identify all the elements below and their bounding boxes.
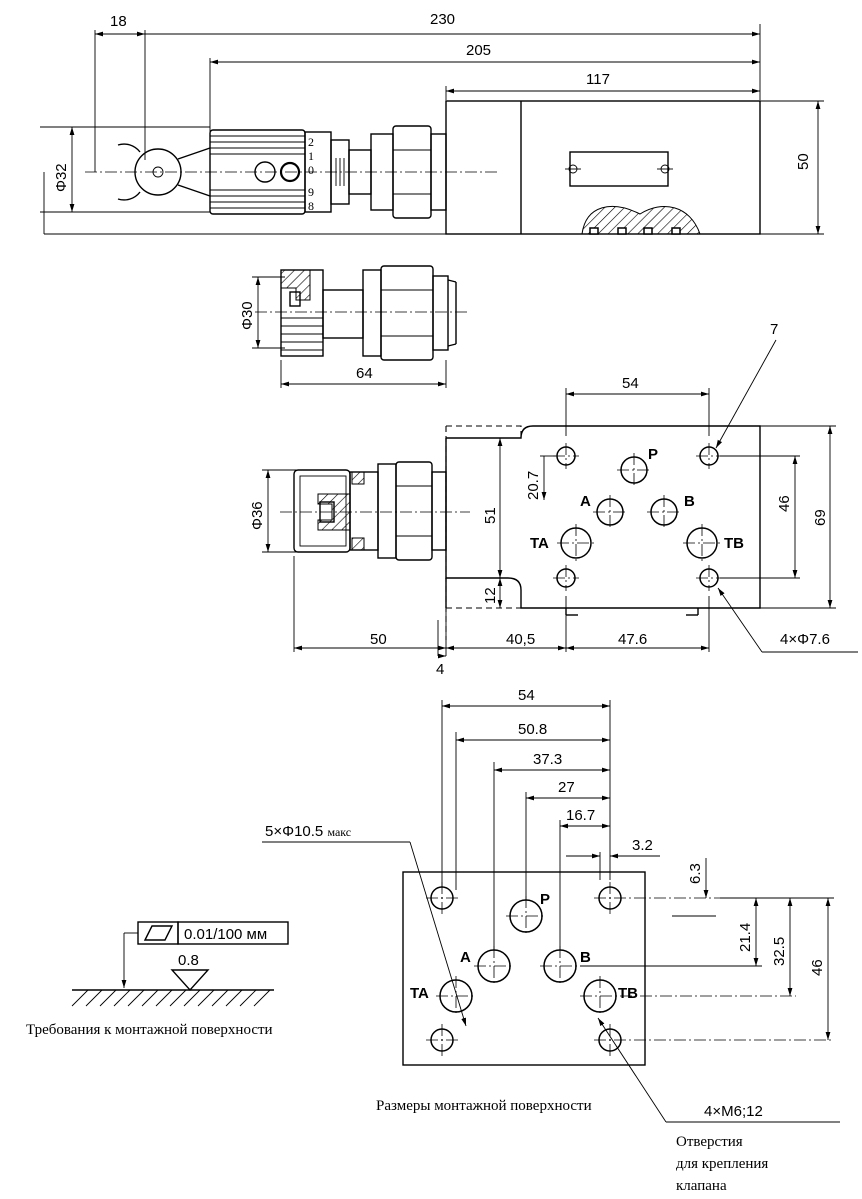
side-label-tb: TB: [724, 535, 744, 552]
dim-230: 230: [430, 11, 455, 28]
roughness-symbol-icon: [170, 969, 210, 992]
label-7: 7: [770, 321, 778, 338]
dim-50-right: 50: [795, 153, 812, 170]
dim-205: 205: [466, 42, 491, 59]
ms-thread-caption-3: клапана: [676, 1178, 727, 1194]
ms-holes-note: 5×Φ10.5 макс: [265, 823, 351, 840]
dim-20-7: 20.7: [525, 471, 542, 500]
ms-dim-32-5: 32.5: [771, 937, 788, 966]
dim-51: 51: [482, 507, 499, 524]
side-label-a: A: [580, 493, 591, 510]
ms-dim-3-2: 3.2: [632, 837, 653, 854]
ms-dim-46: 46: [809, 959, 826, 976]
ms-dim-54: 54: [518, 687, 535, 704]
dim-4: 4: [436, 661, 444, 678]
holes-note-side: 4×Φ7.6: [780, 631, 830, 648]
surface-requirements: 0.01/100 мм 0.8 Требования к монтажной п…: [26, 921, 289, 1038]
scale-digit-2: 2: [308, 135, 314, 149]
ms-caption: Размеры монтажной поверхности: [376, 1098, 592, 1114]
flatness-symbol-icon: [143, 925, 174, 941]
ms-dim-21-4: 21.4: [737, 923, 754, 952]
ms-dim-37-3: 37.3: [533, 751, 562, 768]
dim-18: 18: [110, 13, 127, 30]
ms-holes-note-prefix: 5×Φ10.5: [265, 823, 323, 840]
ms-label-ta: TA: [410, 985, 429, 1002]
knob-view: Φ30 64: [239, 265, 470, 388]
ms-label-a: A: [460, 949, 471, 966]
dim-12: 12: [482, 587, 499, 604]
scale-digit-1: 1: [308, 149, 314, 163]
ms-dim-27: 27: [558, 779, 575, 796]
side-label-b: B: [684, 493, 695, 510]
ms-thread-caption-2: для крепления: [676, 1156, 768, 1172]
side-dim-54: 54: [622, 375, 639, 392]
dim-117: 117: [586, 71, 610, 88]
dim-d32: Φ32: [53, 163, 70, 192]
surface-caption: Требования к монтажной поверхности: [26, 1022, 273, 1038]
side-dim-46: 46: [776, 495, 793, 512]
dim-d36: Φ36: [249, 501, 266, 530]
scale-digit-9: 9: [308, 185, 314, 199]
ms-dim-6-3: 6.3: [687, 863, 704, 884]
roughness-value: 0.8: [178, 952, 199, 969]
ms-label-b: B: [580, 949, 591, 966]
side-view: 54 7: [249, 321, 858, 678]
ms-thread-note: 4×M6;12: [704, 1103, 763, 1120]
side-dim-50: 50: [370, 631, 387, 648]
ms-dim-16-7: 16.7: [566, 807, 595, 824]
ms-thread-caption-1: Отверстия: [676, 1134, 743, 1150]
flatness-value: 0.01/100 мм: [184, 926, 267, 943]
ms-label-tb: TB: [618, 985, 638, 1002]
ms-dim-50-8: 50.8: [518, 721, 547, 738]
dim-47-6: 47.6: [618, 631, 647, 648]
scale-digit-8: 8: [308, 199, 314, 213]
dim-69: 69: [812, 509, 829, 526]
mounting-surface: 54 50.8 37.3 27 16.7 3.2: [262, 687, 840, 1194]
side-label-p: P: [648, 446, 658, 463]
top-view: 18 230 205 117 50 Φ32: [40, 11, 824, 235]
dim-64: 64: [356, 365, 373, 382]
dim-d30: Φ30: [239, 301, 256, 330]
dim-40-5: 40,5: [506, 631, 535, 648]
ms-label-p: P: [540, 891, 550, 908]
ms-holes-note-suffix: макс: [327, 825, 351, 839]
side-label-ta: TA: [530, 535, 549, 552]
scale-digit-0: 0: [308, 163, 314, 177]
